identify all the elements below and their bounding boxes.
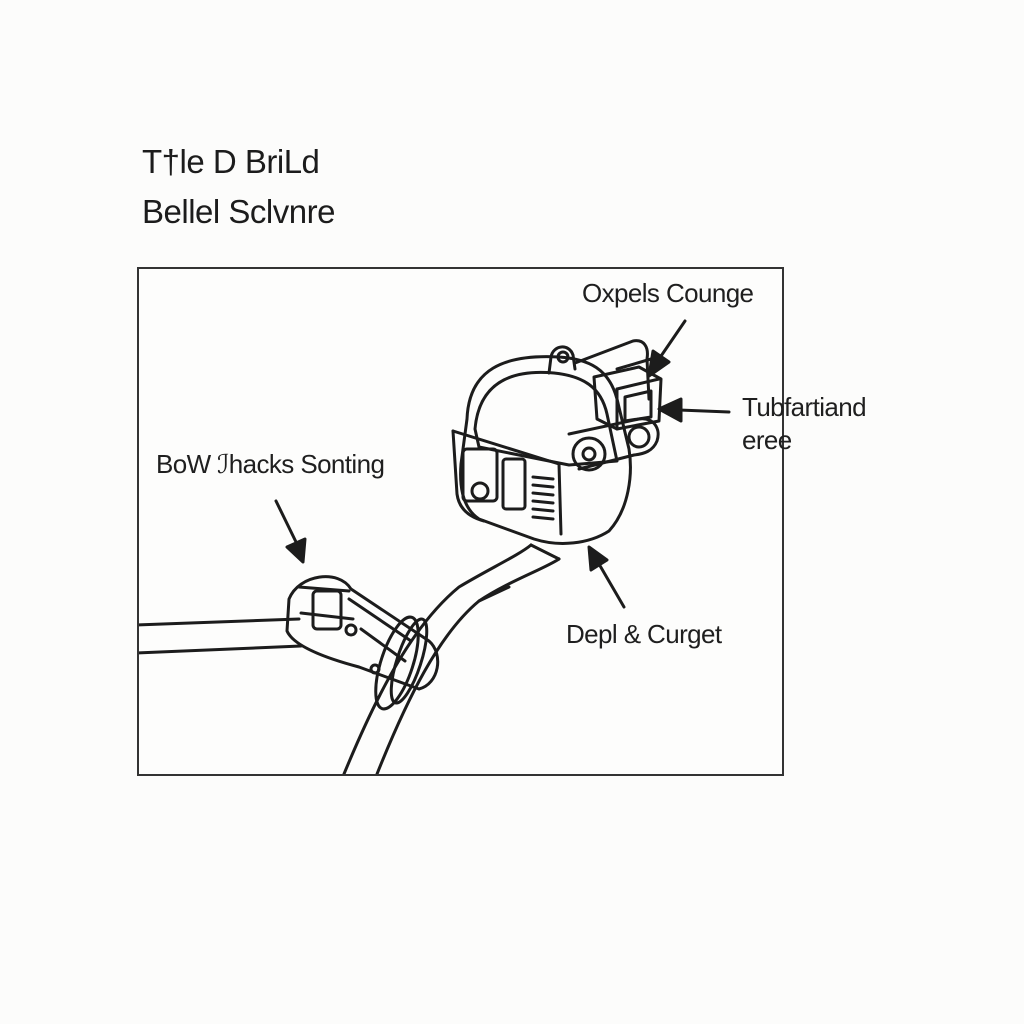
callout-label-left: BoW ℐhacks Sonting: [156, 449, 385, 479]
support-strap: [342, 543, 561, 774]
arrow-right: [657, 397, 731, 423]
arrow-top-right: [647, 319, 687, 378]
hose-connector: [285, 575, 440, 711]
output-port: [592, 365, 663, 431]
lower-fitting: [567, 417, 660, 472]
diagram-title-line-2: Bellel Sclvnre: [142, 193, 335, 230]
callout-label-right: Tubfartiand eree: [742, 391, 867, 457]
callout-arrows: [274, 319, 731, 609]
arrow-left: [274, 499, 307, 564]
component-illustration: [139, 319, 731, 774]
callout-label-top-right: Oxpels Counge: [582, 278, 754, 308]
diagram-frame: [137, 267, 784, 776]
callout-label-right-line-1: Tubfartiand: [742, 392, 867, 422]
left-hose: [139, 617, 303, 655]
callout-label-right-line-2: eree: [742, 425, 792, 455]
diagram-title-line-1: T†le D BriLd: [142, 143, 320, 180]
main-housing: [451, 339, 653, 545]
callout-label-bottom-right: Depl & Curget: [566, 619, 722, 649]
arrow-bottom-right: [587, 545, 626, 609]
